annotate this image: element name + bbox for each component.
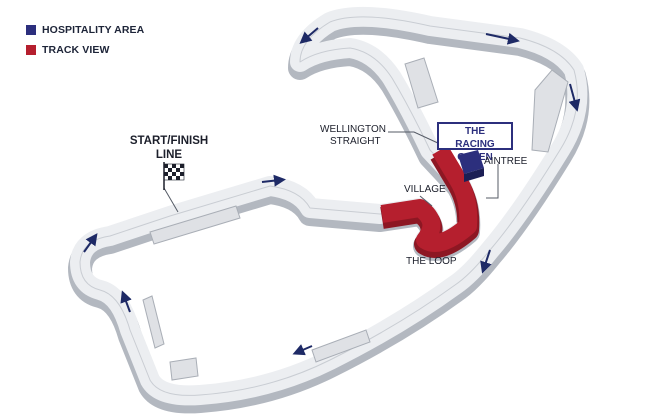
racing-green-label: THE RACING GREEN <box>437 122 513 163</box>
legend-label-hospitality: HOSPITALITY AREA <box>42 24 145 36</box>
direction-arrow-icon <box>83 27 581 356</box>
the-loop-label: THE LOOP <box>406 256 457 267</box>
track-view-section-top <box>380 145 478 252</box>
wellington-line2: STRAIGHT <box>330 136 381 147</box>
racing-green-line1: THE <box>465 126 485 137</box>
wellington-line1: WELLINGTON <box>320 124 386 135</box>
village-label: VILLAGE <box>404 184 446 195</box>
legend-item-track-view: TRACK VIEW <box>26 40 144 60</box>
start-finish-line1: START/FINISH <box>129 135 209 147</box>
track-view-swatch <box>26 45 36 55</box>
start-finish-line2: LINE <box>155 149 183 161</box>
racing-green-line2: RACING GREEN <box>455 139 495 163</box>
legend-label-track-view: TRACK VIEW <box>42 44 110 56</box>
hospitality-area <box>458 150 484 182</box>
grandstands <box>142 57 569 381</box>
aintree-label: AINTREE <box>484 156 528 167</box>
start-finish-label: START/FINISH LINE <box>124 134 214 162</box>
wellington-straight-label: WELLINGTON STRAIGHT <box>320 124 386 148</box>
leader-lines <box>163 131 499 213</box>
checkered-flag-icon <box>163 162 185 190</box>
hospitality-swatch <box>26 25 36 35</box>
legend-item-hospitality: HOSPITALITY AREA <box>26 20 144 40</box>
legend: HOSPITALITY AREA TRACK VIEW <box>26 20 144 60</box>
